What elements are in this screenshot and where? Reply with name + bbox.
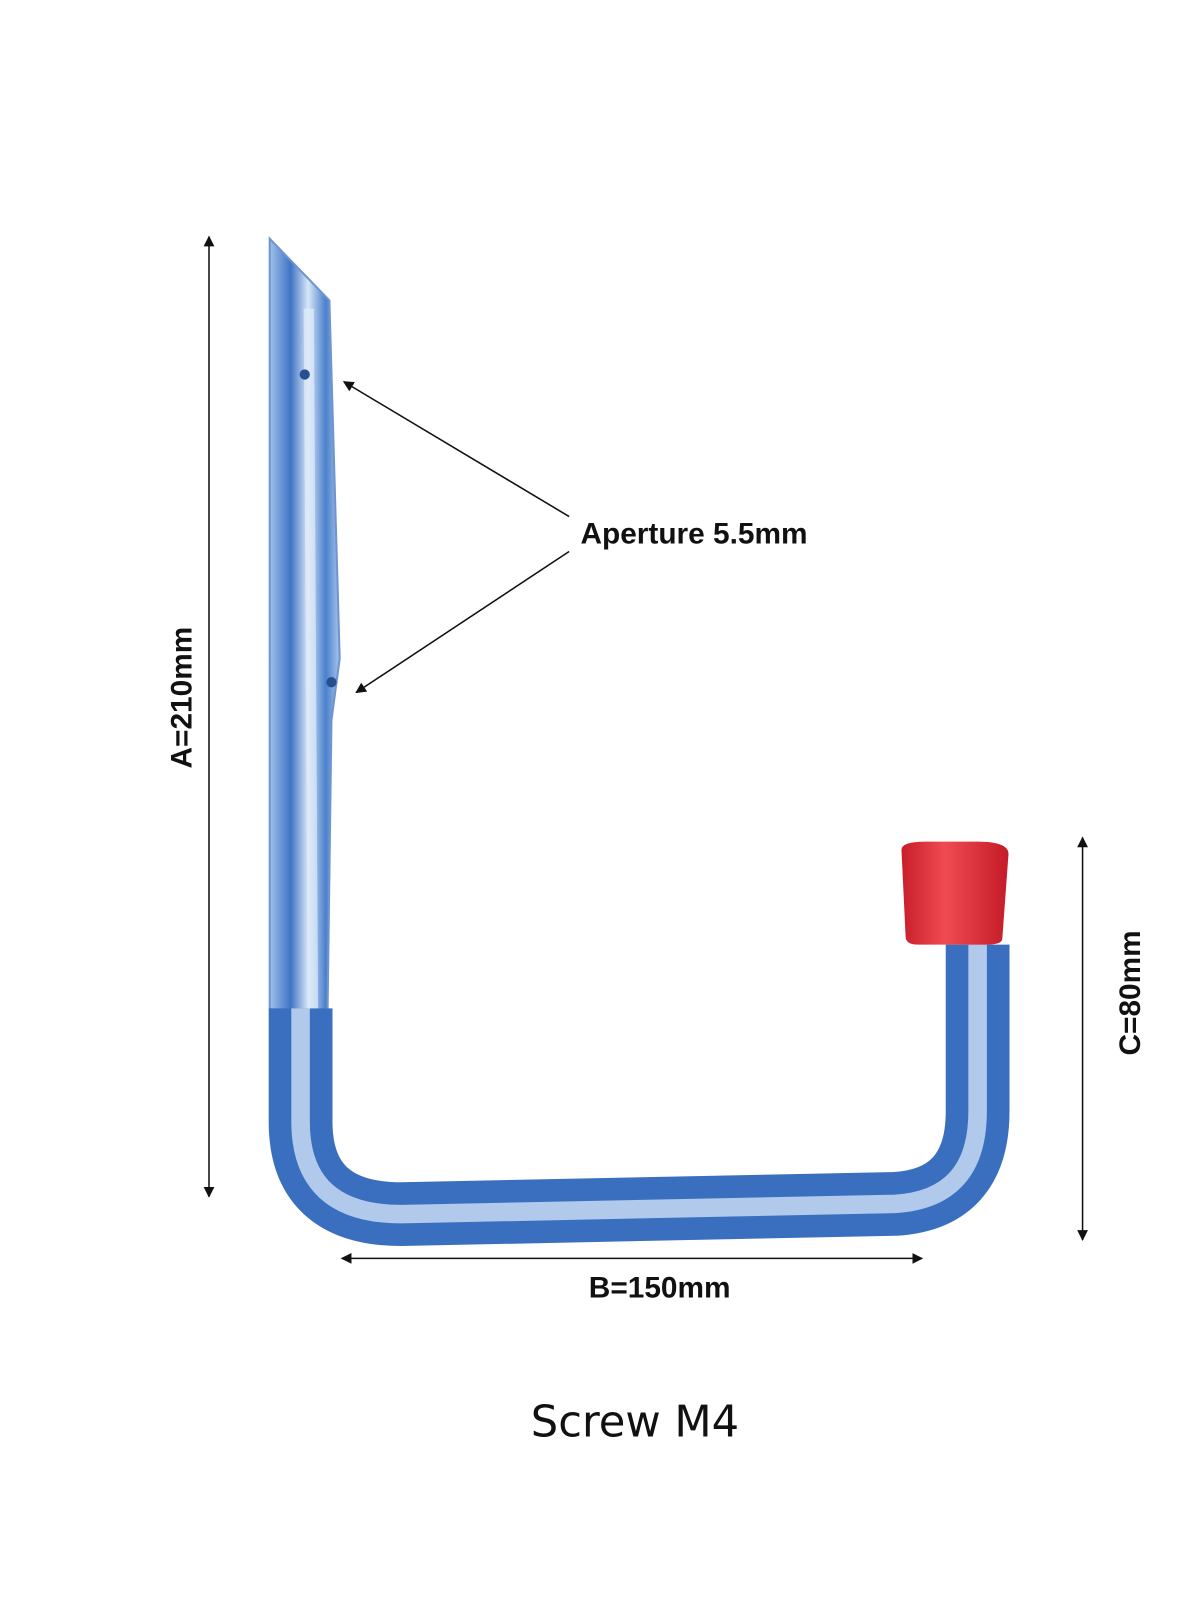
wall-hook-image bbox=[268, 236, 1010, 1247]
screw-hole-lower bbox=[326, 677, 337, 688]
screw-hole-upper bbox=[299, 369, 310, 380]
aperture-arrow-lower bbox=[355, 550, 570, 694]
dimension-a-label: A=210mm bbox=[166, 627, 199, 769]
red-end-cap bbox=[901, 841, 1009, 945]
dimension-b-label: B=150mm bbox=[589, 1271, 731, 1304]
aperture-label: Aperture 5.5mm bbox=[580, 517, 807, 550]
screw-caption: Screw M4 bbox=[531, 1397, 739, 1447]
dimension-c-label: C=80mm bbox=[1114, 930, 1147, 1055]
aperture-arrow-upper bbox=[342, 381, 570, 518]
